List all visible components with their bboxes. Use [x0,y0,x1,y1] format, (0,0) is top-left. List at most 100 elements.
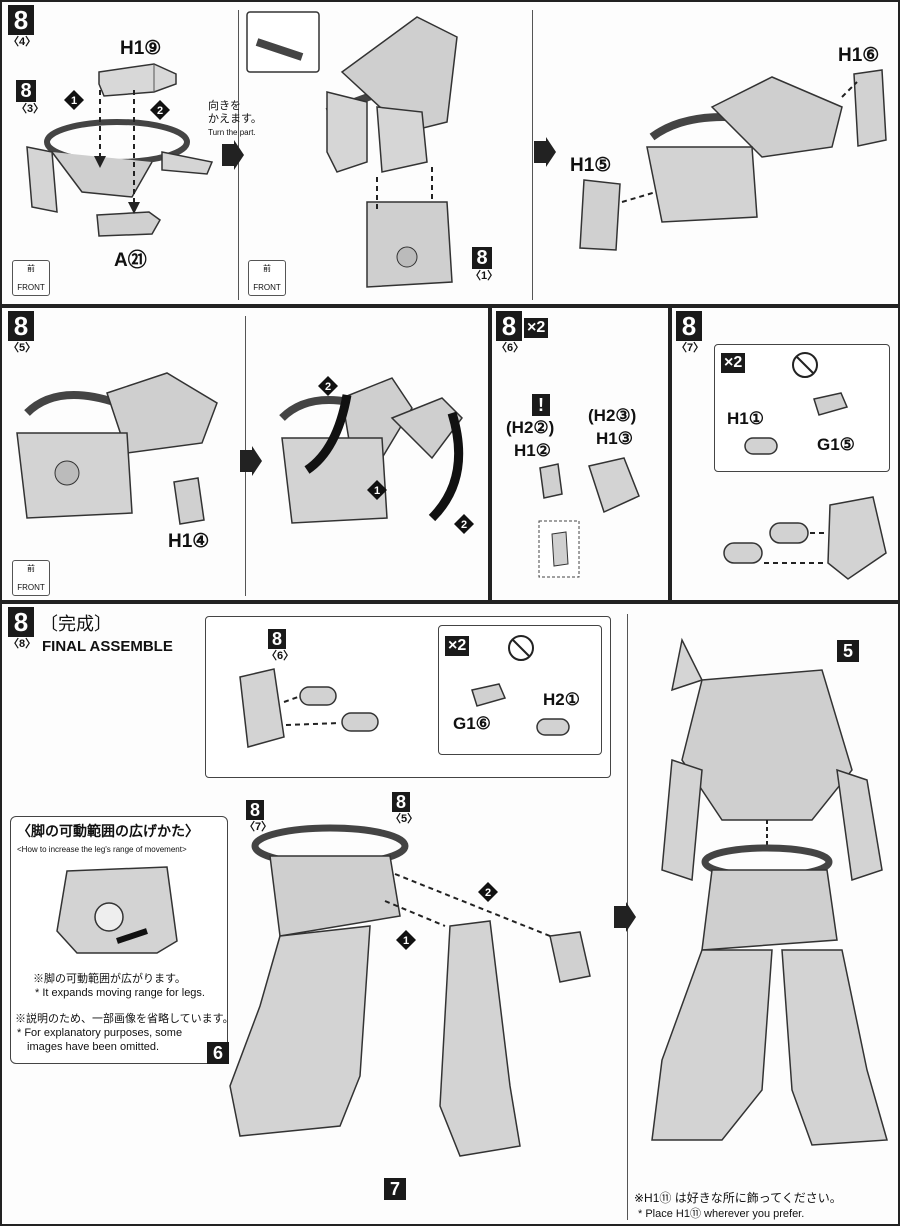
no-cut-icon [508,635,534,661]
torso-assembled-drawing [646,76,858,223]
step-marker-2: 2 [150,100,170,120]
final-title-jp: 〔完成〕 [40,614,112,634]
step-marker-1: 1 [396,930,416,950]
part-label-h1-4: H1④ [168,531,210,552]
multiplier-badge: ×2 [721,353,746,373]
part-label-h1-9: H1⑨ [120,38,162,59]
part-g1-6-drawing [471,683,507,707]
substep-label: 〈4〉 [8,36,37,48]
leg-note-en1: * It expands moving range for legs. [35,987,205,999]
svg-text:1: 1 [403,935,409,947]
multiplier-badge: ×2 [524,318,549,338]
step-marker-2: 2 [318,376,338,396]
step-marker-2: 2 [454,514,474,534]
front-badge: 前 FRONT [248,260,286,296]
step-number: 8 [676,311,702,341]
step-number: 8 [8,311,34,341]
ref-step: 8 [246,800,264,820]
place-note-en: * Place H1⑪ wherever you prefer. [638,1208,805,1220]
step-panel-4: 8 〈4〉 H1⑨ 8 〈3〉 A㉑ [0,0,900,306]
part-label-h1-6: H1⑥ [838,45,880,66]
ref-step: 8 [16,80,36,102]
front-badge: 前 FRONT [12,560,50,596]
step-marker-1: 1 [367,480,387,500]
part-label-h1-5: H1⑤ [570,155,612,176]
svg-text:2: 2 [157,105,163,117]
part-h1-3-drawing [588,457,640,514]
front-badge-en: FRONT [253,283,281,292]
inner-box: ×2 H2① G1⑥ [438,625,602,755]
substep-label: 〈6〉 [496,342,525,354]
next-arrow [614,902,636,932]
final-title-en: FINAL ASSEMBLE [42,638,173,655]
sub-assembly-box: ×2 H1① G1⑤ [714,344,890,472]
part-h1-3-ref-drawing [239,668,379,748]
svg-text:2: 2 [485,887,491,899]
assembly-drawing [723,496,887,580]
leg-note-title-en: <How to increase the leg's range of move… [17,845,187,854]
part-number-7: 7 [384,1178,406,1200]
substep-label: 〈5〉 [8,342,37,354]
part-label-h2-2: (H2②) [506,418,555,437]
torso-drawing [16,372,218,519]
part-h1-9-drawing [98,63,177,97]
multiplier-badge: ×2 [445,636,470,656]
torso-frame-drawing [26,119,214,213]
part-label-h2-3: (H2③) [588,406,637,425]
part-label-g1-5: G1⑤ [817,435,855,454]
front-badge-jp: 前 [27,564,35,573]
leg-note-title-jp: 〈脚の可動範囲の広げかた〉 [17,823,199,839]
part-g1-5-drawing [813,392,849,416]
part-label-g1-6: G1⑥ [453,714,491,733]
ref-substep: 〈7〉 [244,821,273,833]
turn-note-en: Turn the part. [208,128,256,137]
part-h1-2-drawing [539,463,563,499]
part-h1-6-drawing [853,69,887,147]
ref-step: 8 [392,792,410,812]
part-label-h1-3: H1③ [596,429,633,448]
svg-text:2: 2 [325,381,331,393]
ref-substep: 〈5〉 [390,813,419,825]
part-h1-1-drawing [744,437,778,455]
part-label-a21: A㉑ [114,250,147,271]
rotate-arrow-left [304,394,352,474]
leg-note-jp1: ※脚の可動範囲が広がります。 [33,973,186,985]
ref-substep: 〈3〉 [16,103,45,115]
step-panel-5: 8 〈5〉 H1④ 前 FRONT 2 1 [0,306,490,602]
svg-text:1: 1 [71,95,77,107]
leg-note-jp2: ※説明のため、一部画像を省略しています。 [15,1013,234,1025]
next-arrow [240,446,262,476]
waist-legs-drawing [229,824,591,1157]
ref-step: 8 [268,629,286,649]
torso-side-drawing [246,11,458,288]
step-marker-1: 1 [64,90,84,110]
step-number: 8 [8,5,34,35]
detail-inset [538,520,580,578]
part-label-h1-1: H1① [727,409,764,428]
place-note-jp: ※H1⑪ は好きな所に飾ってください。 [634,1191,842,1205]
leg-detail-drawing [56,866,178,954]
step-number: 8 [8,607,34,637]
caution-icon: ! [532,394,550,416]
turn-note-jp2: かえます。 [208,113,262,125]
part-label-h1-2: H1② [514,441,551,460]
part-h1-5-drawing [579,179,657,251]
front-badge-jp: 前 [27,264,35,273]
assembly-arrows [94,90,140,214]
step-panel-6: 8 ×2 〈6〉 ! (H2②) H1② (H2③) H1③ [490,306,670,602]
part-a21-drawing [96,211,161,237]
part-label-h2-1: H2① [543,690,580,709]
ref-substep: 〈6〉 [266,650,295,662]
substep-label: 〈8〉 [8,638,37,650]
next-arrow [534,137,556,167]
step-number: 8 [496,311,522,341]
leg-note-box: 〈脚の可動範囲の広げかた〉 <How to increase the leg's… [10,816,234,1064]
svg-text:2: 2 [461,519,467,531]
front-badge-en: FRONT [17,283,45,292]
part-h1-4-drawing [173,477,205,525]
step-panel-7: 8 〈7〉 ×2 H1① G1⑤ [670,306,900,602]
ref-substep: 〈1〉 [470,270,499,282]
svg-text:1: 1 [374,485,380,497]
substep-label: 〈7〉 [676,342,705,354]
